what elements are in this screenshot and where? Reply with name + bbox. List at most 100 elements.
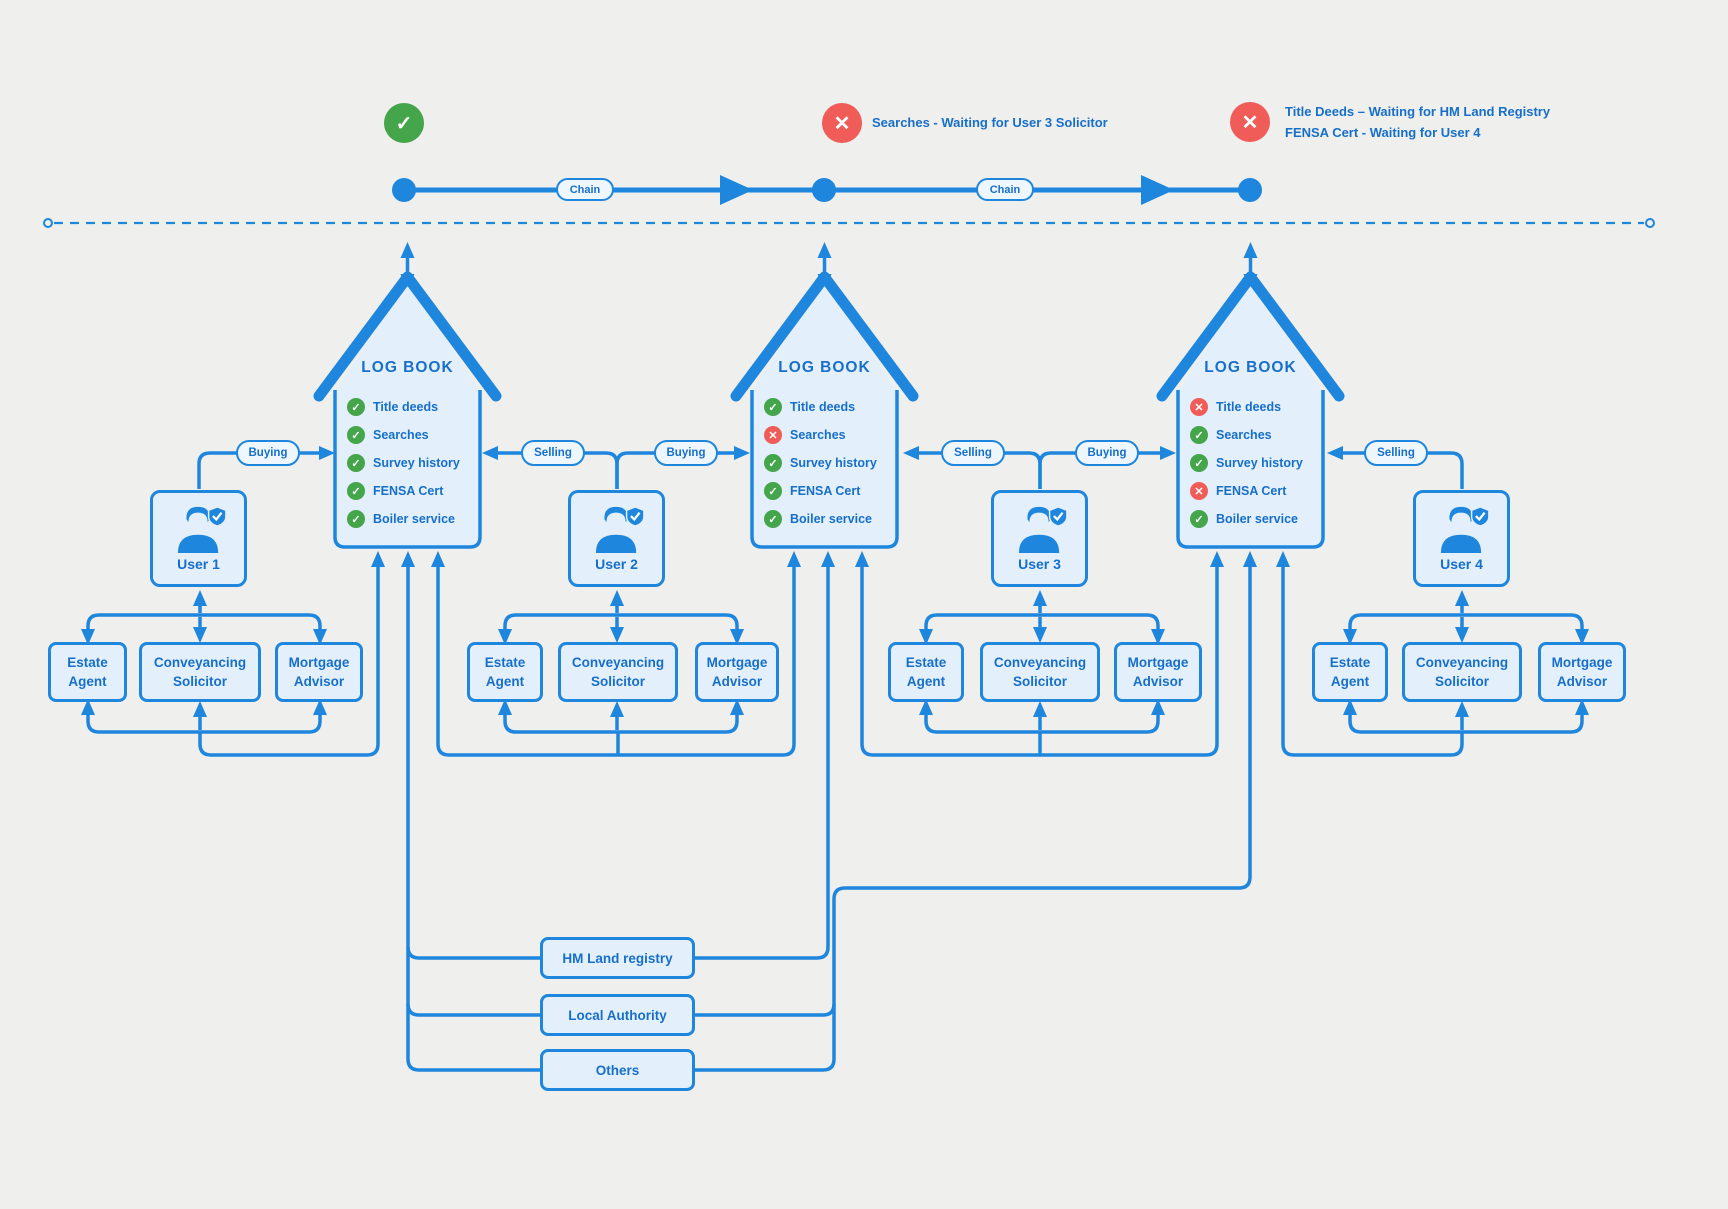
status-text-line: FENSA Cert - Waiting for User 4 — [1285, 125, 1481, 140]
user4-connectors — [1276, 446, 1589, 757]
service-label: Estate — [1329, 654, 1371, 670]
logbook-title: LOG BOOK — [1204, 359, 1297, 376]
service-label: Solicitor — [590, 674, 645, 689]
status-cross-icon — [822, 103, 862, 143]
item-status-icon — [764, 398, 782, 416]
item-status-icon — [347, 398, 365, 416]
user-card: User 2 — [568, 490, 665, 587]
house1-registry-connectors — [401, 551, 540, 1072]
user-label: User 1 — [177, 556, 220, 572]
checklist-label: Searches — [1216, 428, 1272, 442]
service-label: Solicitor — [172, 674, 227, 689]
registry-label: Local Authority — [568, 1007, 667, 1023]
avatar-icon — [1018, 506, 1068, 553]
user-card: User 4 — [1413, 490, 1510, 587]
service-label: Solicitor — [1434, 674, 1489, 689]
checklist-item: Searches — [1190, 425, 1272, 445]
chain-dot — [392, 178, 416, 202]
checklist-label: Searches — [373, 428, 429, 442]
checklist-label: Survey history — [1216, 456, 1303, 470]
checklist-item: Title deeds — [347, 397, 438, 417]
item-status-icon — [764, 482, 782, 500]
chain-dot — [1238, 178, 1262, 202]
user2-connectors — [431, 446, 835, 960]
chain-dot — [812, 178, 836, 202]
service-label: Conveyancing — [571, 654, 665, 670]
service-label: Estate — [484, 654, 526, 670]
item-status-icon — [347, 482, 365, 500]
status-text: Title Deeds – Waiting for HM Land Regist… — [1285, 101, 1550, 143]
checklist-label: Survey history — [790, 456, 877, 470]
service-label: Agent — [906, 674, 946, 689]
checklist-item: Boiler service — [1190, 509, 1298, 529]
service-label: Advisor — [711, 674, 763, 689]
item-status-icon — [347, 510, 365, 528]
checklist-item: Searches — [764, 425, 846, 445]
service-label: Conveyancing — [1415, 654, 1509, 670]
checklist-item: Title deeds — [764, 397, 855, 417]
checklist-item: Boiler service — [764, 509, 872, 529]
item-status-icon — [347, 426, 365, 444]
checklist-item: FENSA Cert — [1190, 481, 1286, 501]
item-status-icon — [764, 510, 782, 528]
checklist-item: Title deeds — [1190, 397, 1281, 417]
shield-check-icon — [1470, 506, 1490, 527]
service-label: Advisor — [293, 674, 345, 689]
service-label: Agent — [68, 674, 107, 689]
service-label: Mortgage — [706, 654, 768, 670]
item-status-icon — [1190, 510, 1208, 528]
checklist-item: Survey history — [764, 453, 877, 473]
checklist-label: FENSA Cert — [373, 484, 444, 498]
house-shape-3 — [1156, 271, 1345, 549]
service-label: Conveyancing — [993, 654, 1087, 670]
user-card: User 1 — [150, 490, 247, 587]
checklist-label: FENSA Cert — [1216, 484, 1287, 498]
service-label: Advisor — [1556, 674, 1608, 689]
logbook-title: LOG BOOK — [778, 359, 871, 376]
selling-pill: Selling — [941, 440, 1005, 466]
status-cross-icon — [1230, 102, 1270, 142]
service-label: Agent — [1330, 674, 1370, 689]
user-card: User 3 — [991, 490, 1088, 587]
chain-pill: Chain — [976, 178, 1034, 201]
house-shape-2 — [730, 271, 919, 549]
checklist-label: Searches — [790, 428, 846, 442]
item-status-icon — [1190, 482, 1208, 500]
item-status-icon — [347, 454, 365, 472]
local-authority-box: Local Authority — [540, 994, 695, 1036]
item-status-icon — [1190, 454, 1208, 472]
avatar-icon — [595, 506, 645, 553]
checklist-label: Title deeds — [790, 400, 856, 414]
buying-pill: Buying — [1075, 440, 1139, 466]
chain-pill: Chain — [556, 178, 614, 201]
service-label: Estate — [905, 654, 947, 670]
logbook-title: LOG BOOK — [361, 359, 454, 376]
service-label: Agent — [485, 674, 525, 689]
checklist-label: Title deeds — [1216, 400, 1282, 414]
service-label: Advisor — [1132, 674, 1184, 689]
item-status-icon — [1190, 426, 1208, 444]
avatar-icon — [177, 506, 227, 553]
checklist-item: Survey history — [347, 453, 460, 473]
item-status-icon — [1190, 398, 1208, 416]
chain-arrow-icon — [1141, 175, 1174, 205]
status-check-icon — [384, 103, 424, 143]
checklist-item: Survey history — [1190, 453, 1303, 473]
chain-arrow-icon — [720, 175, 753, 205]
status-text-line: Title Deeds – Waiting for HM Land Regist… — [1285, 104, 1551, 119]
service-label: Estate — [67, 654, 108, 670]
checklist-item: FENSA Cert — [764, 481, 860, 501]
service-label: Mortgage — [1127, 654, 1189, 670]
user-label: User 2 — [595, 556, 638, 572]
status-text: Searches - Waiting for User 3 Solicitor — [872, 115, 1108, 130]
